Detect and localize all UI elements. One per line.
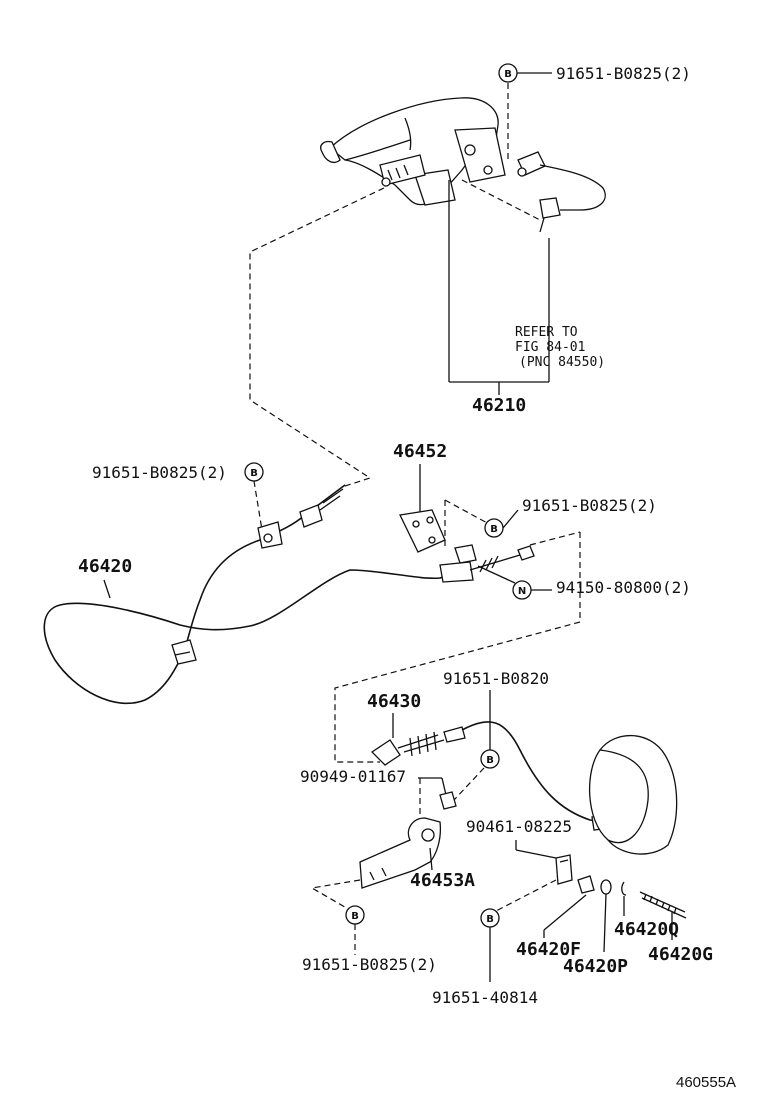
callout-91651-B0825-bottom: B 91651-B0825(2) — [302, 879, 437, 974]
marker-b: B — [486, 755, 494, 766]
callout-90461-08225: 90461-08225 — [466, 817, 573, 885]
callout-91651-40814: B 91651-40814 — [432, 879, 557, 1007]
brake-drum — [588, 734, 678, 855]
part-number: 46420F — [516, 939, 581, 960]
callout-90949-01167: 90949-01167 — [300, 767, 457, 810]
small-parts-46420: 46420F 46420P 46420Q 46420G — [516, 875, 713, 977]
callout-91651-B0820: 91651-B0820 B — [443, 669, 549, 801]
part-number: 46210 — [472, 395, 526, 416]
leader-equalizer-right — [529, 531, 581, 546]
marker-b: B — [504, 69, 512, 80]
marker-b: B — [351, 911, 359, 922]
rear-cable-46430: 46430 — [367, 691, 641, 840]
figure-id: 460555A — [676, 1074, 736, 1091]
part-number: 94150-80800(2) — [556, 578, 691, 597]
part-number: 90461-08225 — [466, 817, 572, 836]
marker-n: N — [518, 586, 526, 597]
part-number: 46420Q — [614, 919, 679, 940]
part-number: 46420 — [78, 556, 132, 577]
part-number: 91651-B0825(2) — [556, 64, 691, 83]
bracket-46453A: 46453A — [359, 778, 475, 891]
part-number: 46420G — [648, 944, 713, 965]
callout-46420: 46420 — [78, 556, 132, 599]
part-number: 46430 — [367, 691, 421, 712]
part-number: 46453A — [410, 870, 475, 891]
callout-94150-80800: N 94150-80800(2) — [477, 565, 691, 600]
leader-rear-cable — [334, 499, 581, 763]
marker-b: B — [250, 468, 258, 479]
front-cable — [43, 484, 466, 705]
marker-b: B — [490, 524, 498, 535]
callout-91651-B0825-left: 91651-B0825(2) B — [92, 462, 264, 531]
callout-46210: 46210 — [448, 179, 550, 416]
part-number: 91651-B0825(2) — [92, 463, 227, 482]
bracket-46452: 46452 — [393, 441, 447, 553]
refer-line-3: (PNC 84550) — [519, 355, 605, 370]
brake-lever-assembly — [320, 97, 606, 233]
part-number: 90949-01167 — [300, 767, 406, 786]
refer-line-1: REFER TO — [515, 325, 578, 340]
cable-equalizer — [439, 544, 535, 583]
part-number: 46452 — [393, 441, 447, 462]
part-number: 46420P — [563, 956, 628, 977]
part-number: 91651-B0820 — [443, 669, 549, 688]
part-number: 91651-B0825(2) — [302, 955, 437, 974]
marker-b: B — [486, 914, 494, 925]
callout-91651-B0825-mid: B 91651-B0825(2) — [484, 496, 657, 538]
refer-line-2: FIG 84-01 — [515, 340, 585, 355]
leader-lever-to-cable — [249, 187, 385, 488]
part-number: 91651-40814 — [432, 988, 538, 1007]
callout-91651-B0825-top: B 91651-B0825(2) — [498, 63, 691, 160]
refer-note: REFER TO FIG 84-01 (PNC 84550) — [515, 325, 605, 370]
part-number: 91651-B0825(2) — [522, 496, 657, 515]
